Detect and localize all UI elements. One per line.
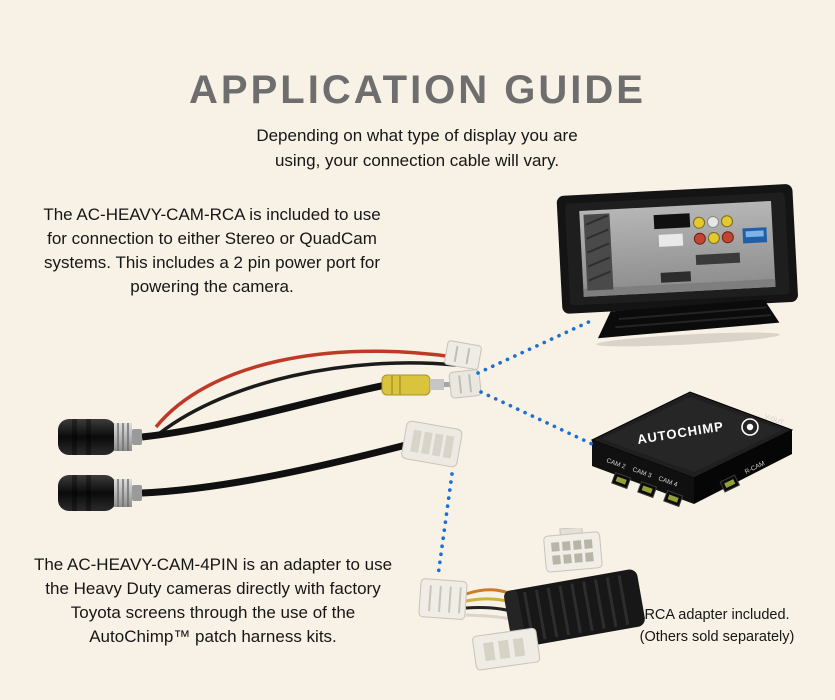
display-white-connector [658,233,684,247]
harness-top-connector [543,528,603,573]
rca-included-note: RCA adapter included. (Others sold separ… [620,605,814,649]
quadcam-box-image: AUTOCHIMP CAM 2 CAM 3 CAM 4 [590,391,794,508]
display-rca-jacks [693,215,734,245]
cam-port-2 [611,471,632,490]
rca-note-line-2: (Others sold separately) [639,628,795,645]
heavy-duty-camera-plug-2 [58,475,142,511]
four-pin-adapter-description: The AC-HEAVY-CAM-4PIN is an adapter to u… [33,555,393,647]
heavy-duty-camera-plug-1 [58,419,142,455]
rca-connector-yellow [381,374,452,396]
page-subtitle: Depending on what type of display you ar… [256,126,578,170]
display-stand [597,299,780,339]
autochimp-logo-icon [741,418,759,436]
power-connector-2pin [444,340,482,370]
harness-black-block [504,569,645,648]
rca-cable-image [58,340,482,511]
display-label-strip [695,252,741,265]
cam-port-3 [637,480,658,499]
display-unit-image [556,184,798,347]
dotted-line-cable-to-quadcam-box [479,390,594,446]
page-title: APPLICATION GUIDE [189,68,646,112]
rcam-port [719,474,741,493]
black-power-wire [158,361,457,435]
video-cable [141,381,387,441]
red-power-wire [154,349,455,429]
four-pin-connector [401,420,463,468]
rca-receiver-connector [448,369,482,399]
four-pin-cable [141,441,407,497]
harness-camera-connector [418,578,468,620]
display-rear-panel [579,200,776,297]
rca-adapter-description: The AC-HEAVY-CAM-RCA is included to use … [43,205,381,297]
rca-note-line-1: RCA adapter included. [644,607,790,623]
display-socket [653,213,691,230]
harness-bottom-connector [472,627,541,671]
autochimp-box-body [590,391,794,504]
patch-harness-image [418,528,645,671]
cam-port-4 [663,489,684,508]
display-usb-port [742,227,768,244]
